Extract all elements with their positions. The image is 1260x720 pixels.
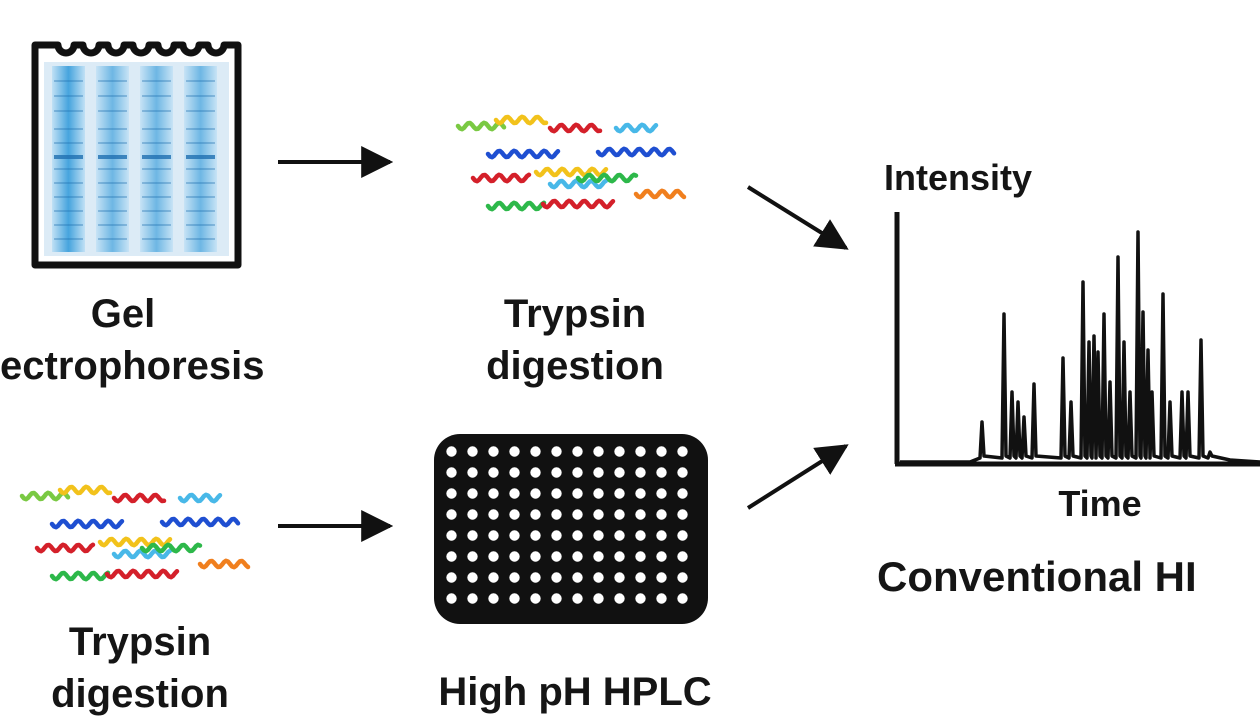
hplc-plate-icon (434, 434, 708, 624)
peptide-strand (633, 188, 687, 200)
gel-band (186, 224, 215, 226)
peptide-strand (613, 122, 659, 134)
gel-band (186, 210, 215, 212)
trypsin-top-label-line2: digestion (486, 344, 664, 388)
gel-label-line2: ectrophoresis (0, 344, 265, 388)
chromatogram-trace (900, 230, 1260, 464)
gel-band (142, 80, 171, 82)
gel-band (98, 128, 127, 130)
gel-band (54, 128, 83, 130)
gel-band (54, 210, 83, 212)
gel-band (186, 110, 215, 112)
peptide-strand (159, 516, 241, 528)
gel-band (98, 95, 127, 97)
peptide-strand (19, 490, 71, 502)
peptide-strand (104, 568, 180, 580)
peptide-strand (197, 558, 251, 570)
gel-band (186, 168, 215, 170)
gel-band (186, 128, 215, 130)
arrow-top-to-chromatogram (746, 185, 849, 250)
gel-label-line1: Gel (90, 292, 156, 336)
gel-band (142, 110, 171, 112)
peptide-strand (111, 548, 173, 560)
gel-band (142, 196, 171, 198)
peptide-strand (595, 146, 677, 158)
gel-band (54, 168, 83, 170)
gel-band (186, 196, 215, 198)
peptide-strand (177, 492, 223, 504)
peptide-strand (485, 148, 561, 160)
chromatogram-peak-trace (900, 230, 1260, 464)
gel-band (142, 128, 171, 130)
peptide-strand (547, 178, 609, 190)
arrow-bottom-to-chromatogram (746, 444, 849, 510)
gel-band (142, 155, 171, 159)
peptide-strand (470, 172, 532, 184)
chromatogram (894, 212, 1260, 467)
gel-band (54, 110, 83, 112)
gel-band (142, 168, 171, 170)
gel-band (54, 182, 83, 184)
gel-band (142, 210, 171, 212)
gel-band (98, 155, 127, 159)
peptide-strand (57, 484, 113, 496)
gel-band (142, 182, 171, 184)
gel-band (54, 196, 83, 198)
peptide-strand (540, 198, 616, 210)
chromatogram-y-axis-label: Intensity (884, 157, 1033, 198)
trypsin-bottom-label-line2: digestion (51, 672, 229, 716)
gel-band (54, 142, 83, 144)
peptide-strand (49, 518, 125, 530)
gel-band (142, 95, 171, 97)
gel-band (98, 80, 127, 82)
peptide-strand (49, 570, 111, 582)
gel-band (186, 182, 215, 184)
gel-band (98, 224, 127, 226)
gel-band (142, 224, 171, 226)
gel-band (54, 155, 83, 159)
gel-band (54, 80, 83, 82)
gel-band (186, 80, 215, 82)
peptide-strand (547, 122, 603, 134)
gel-band (98, 110, 127, 112)
trypsin-top-label-line1: Trypsin (503, 292, 647, 336)
chromatogram-caption: Conventional HI (877, 553, 1197, 600)
hplc-plate-label: High pH HPLC (438, 670, 712, 714)
trypsin-bottom-label-line1: Trypsin (68, 620, 212, 664)
gel-band (54, 238, 83, 240)
gel-electrophoresis-icon (31, 41, 242, 269)
peptide-strand (485, 200, 547, 212)
gel-band (142, 142, 171, 144)
peptide-strand (97, 536, 173, 548)
peptide-strand (533, 166, 609, 178)
peptide-strand (111, 492, 167, 504)
peptide-strand (493, 114, 549, 126)
gel-band (54, 95, 83, 97)
gel-band (98, 196, 127, 198)
gel-band (98, 182, 127, 184)
peptide-strand (575, 172, 639, 184)
gel-band (98, 168, 127, 170)
peptide-strand (34, 542, 96, 554)
gel-band (186, 142, 215, 144)
gel-band (186, 155, 215, 159)
gel-band (54, 224, 83, 226)
gel-band (98, 210, 127, 212)
peptide-strand (139, 542, 203, 554)
peptide-fragments-icon (19, 484, 251, 582)
gel-band (98, 238, 127, 240)
peptide-fragments-icon (455, 114, 687, 212)
gel-band (186, 95, 215, 97)
gel-band (142, 238, 171, 240)
gel-band (186, 238, 215, 240)
gel-band (98, 142, 127, 144)
chromatogram-x-axis-label: Time (1058, 483, 1142, 524)
peptide-strand (455, 120, 507, 132)
